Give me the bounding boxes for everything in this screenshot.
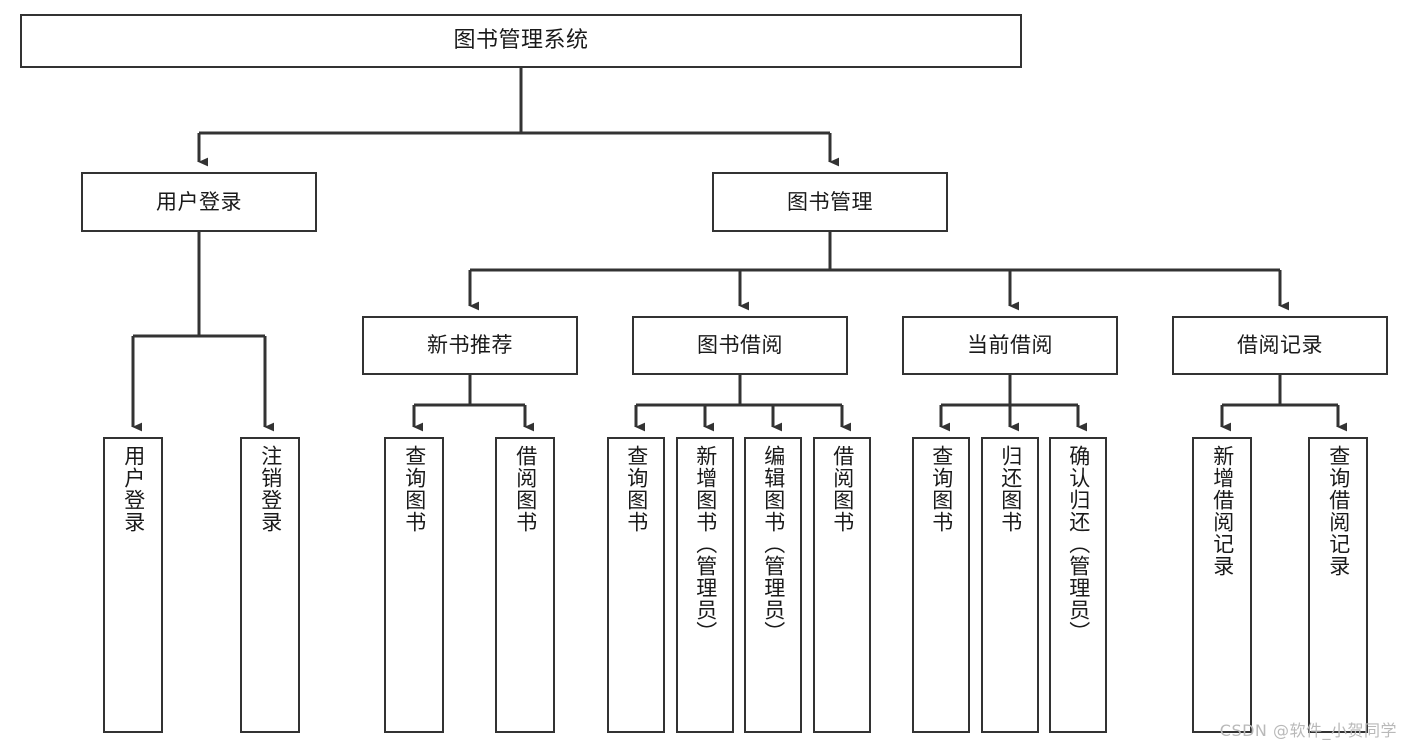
node-root-system[interactable]: 图书管理系统 — [20, 14, 1022, 68]
leaf-user-login[interactable]: 用户登录 — [103, 437, 163, 733]
node-label: 借阅图书 — [830, 445, 855, 533]
leaf-add-book-admin[interactable]: 新增图书（管理员） — [676, 437, 734, 733]
leaf-query-borrow-record[interactable]: 查询借阅记录 — [1308, 437, 1368, 733]
leaf-return-book[interactable]: 归还图书 — [981, 437, 1039, 733]
node-label: 借阅记录 — [1237, 333, 1323, 358]
node-label: 查询图书 — [929, 445, 954, 533]
leaf-borrow-book[interactable]: 借阅图书 — [813, 437, 871, 733]
leaf-borrow-book-recommend[interactable]: 借阅图书 — [495, 437, 555, 733]
node-user-login[interactable]: 用户登录 — [81, 172, 317, 232]
node-book-manage[interactable]: 图书管理 — [712, 172, 948, 232]
node-label: 归还图书 — [998, 445, 1023, 533]
csdn-watermark: CSDN @软件_小贺同学 — [1219, 721, 1397, 740]
node-label: 查询借阅记录 — [1326, 445, 1351, 577]
leaf-query-book-recommend[interactable]: 查询图书 — [384, 437, 444, 733]
node-current-borrow[interactable]: 当前借阅 — [902, 316, 1118, 375]
node-label: 用户登录 — [156, 189, 242, 214]
node-label: 图书借阅 — [697, 333, 783, 358]
node-label: 查询图书 — [624, 445, 649, 533]
leaf-query-book-borrow[interactable]: 查询图书 — [607, 437, 665, 733]
leaf-logout[interactable]: 注销登录 — [240, 437, 300, 733]
leaf-add-borrow-record[interactable]: 新增借阅记录 — [1192, 437, 1252, 733]
node-label: 图书管理 — [787, 189, 873, 214]
node-borrow-record[interactable]: 借阅记录 — [1172, 316, 1388, 375]
node-label: 新书推荐 — [427, 333, 513, 358]
leaf-query-book-current[interactable]: 查询图书 — [912, 437, 970, 733]
node-label: 借阅图书 — [513, 445, 538, 533]
node-label: 当前借阅 — [967, 333, 1053, 358]
node-book-borrow[interactable]: 图书借阅 — [632, 316, 848, 375]
node-label: 编辑图书（管理员） — [761, 445, 786, 643]
node-label: 确认归还（管理员） — [1066, 445, 1091, 643]
leaf-confirm-return-admin[interactable]: 确认归还（管理员） — [1049, 437, 1107, 733]
node-label: 注销登录 — [258, 445, 283, 533]
node-label: 新增图书（管理员） — [693, 445, 718, 643]
node-label: 用户登录 — [121, 445, 146, 533]
leaf-edit-book-admin[interactable]: 编辑图书（管理员） — [744, 437, 802, 733]
node-label: 图书管理系统 — [453, 28, 589, 54]
node-label: 新增借阅记录 — [1210, 445, 1235, 577]
node-label: 查询图书 — [402, 445, 427, 533]
node-new-book-recommend[interactable]: 新书推荐 — [362, 316, 578, 375]
